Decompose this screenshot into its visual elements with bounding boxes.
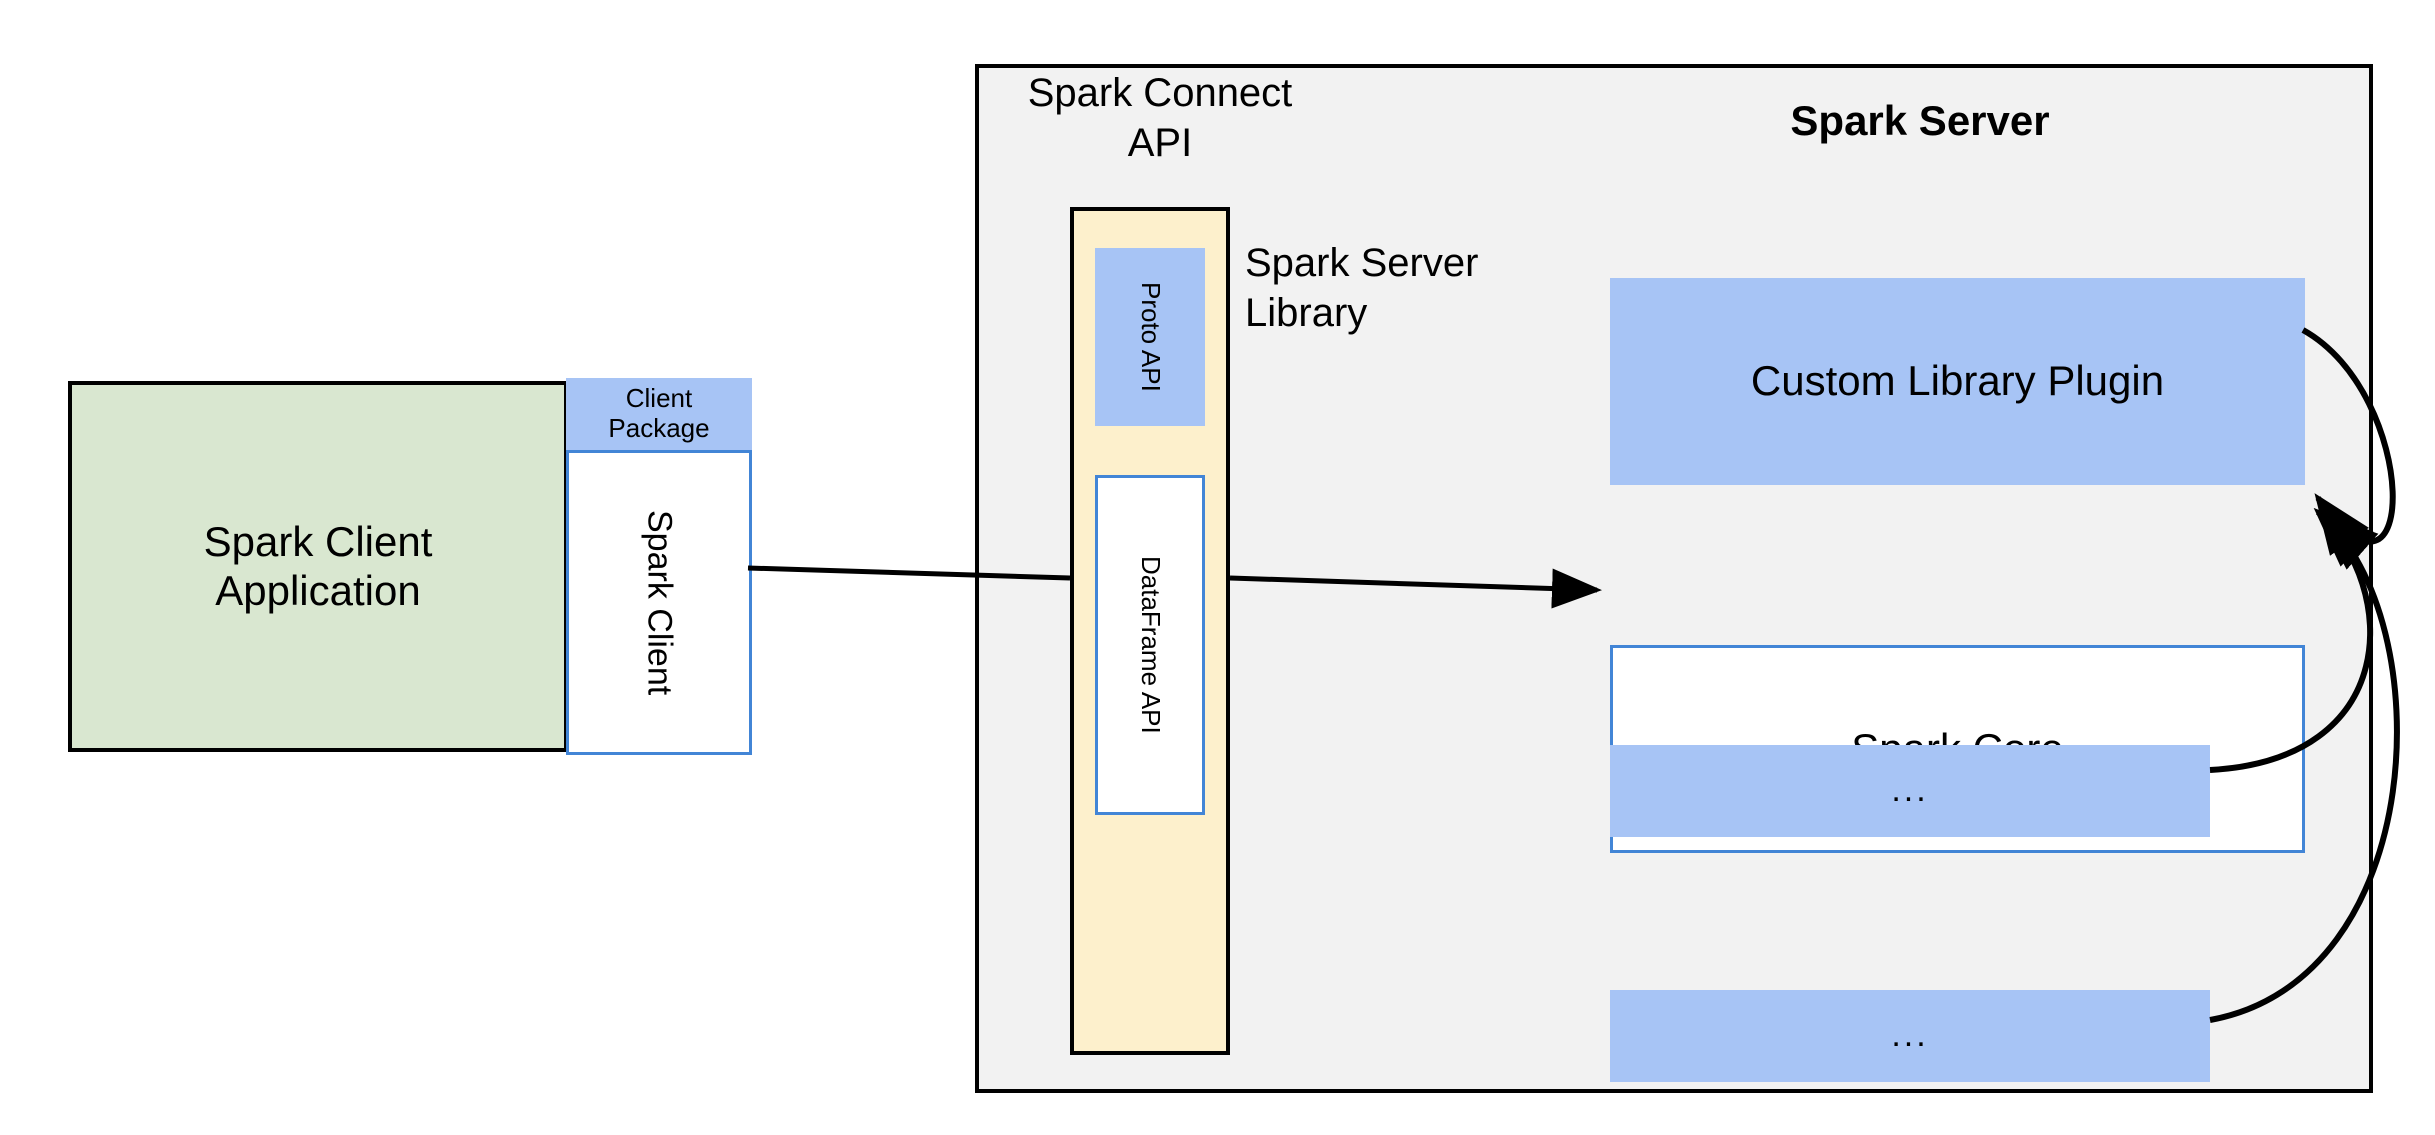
spark-server-library-label: Spark Server Library: [1245, 238, 1565, 348]
server-library-label-wrap: Spark Server Library: [1245, 238, 1478, 338]
ellipsis-box-2: ...: [1610, 990, 2210, 1082]
ellipsis-label-1: ...: [1891, 771, 1929, 810]
spark-client-box: Spark Client: [566, 450, 752, 755]
server-library-label-line-2: Library: [1245, 291, 1368, 335]
spark-client-label: Spark Client: [640, 509, 679, 696]
ellipsis-box-1: ...: [1610, 745, 2210, 837]
spark-client-application-label: Spark Client Application: [204, 518, 433, 615]
ellipsis-label-2: ...: [1891, 1016, 1929, 1055]
dataframe-api-label: DataFrame API: [1135, 556, 1166, 734]
connect-api-label-line-2: API: [1127, 121, 1193, 165]
custom-library-plugin-label: Custom Library Plugin: [1750, 357, 2165, 405]
dataframe-api-box: DataFrame API: [1095, 475, 1205, 815]
spark-server-title: Spark Server: [1790, 96, 2050, 144]
spark-client-application-box: Spark Client Application: [68, 381, 568, 752]
proto-api-label: Proto API: [1135, 282, 1166, 392]
custom-library-plugin-box: Custom Library Plugin: [1610, 278, 2305, 485]
app-label-line-1: Spark Client: [203, 518, 433, 566]
client-package-label-line-2: Package: [608, 413, 710, 443]
proto-api-box: Proto API: [1095, 248, 1205, 426]
client-package-label-line-1: Client: [625, 383, 693, 414]
connect-api-label-line-1: Spark Connect: [1027, 71, 1293, 115]
app-label-line-2: Application: [215, 566, 421, 614]
client-package-label: Client Package: [608, 383, 710, 444]
spark-connect-api-label: Spark Connect API: [1015, 70, 1305, 166]
client-package-box: Client Package: [566, 378, 752, 450]
client-package-group: Client Package Spark Client: [566, 378, 752, 755]
connect-api-label-wrap: Spark Connect API: [1028, 68, 1293, 168]
server-library-label-line-1: Spark Server: [1245, 241, 1479, 285]
